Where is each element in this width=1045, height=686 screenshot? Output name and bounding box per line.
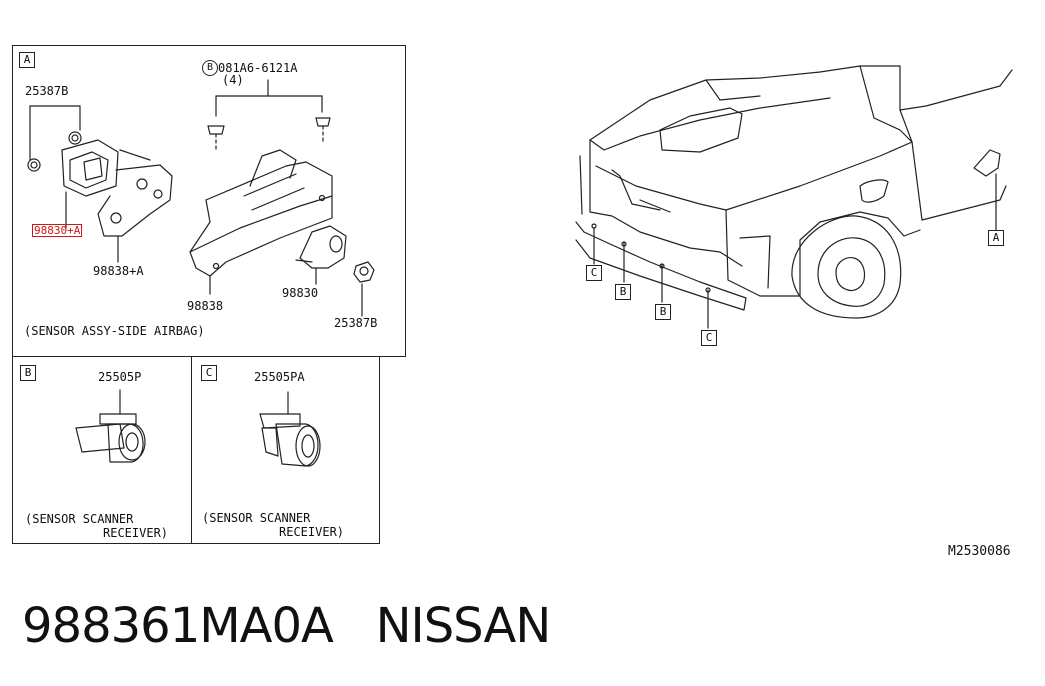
panel-b-caption-line2: RECEIVER) (103, 526, 169, 540)
panel-a-tag: A (19, 52, 35, 68)
sensor-part-label: 98830 (282, 286, 319, 300)
brand-name: NISSAN (375, 598, 552, 654)
highlighted-part-label: 98830+A (32, 224, 83, 237)
panel-c-caption-line2: RECEIVER) (279, 525, 345, 539)
bolt-spec-label: 081A6-6121A (218, 61, 298, 75)
panel-c-caption-line1: (SENSOR SCANNER (202, 511, 311, 525)
nut-top-part-label: 25387B (25, 84, 69, 98)
part-number: 988361MA0A (22, 598, 334, 654)
scanner-receiver-c-drawing (259, 391, 321, 467)
bracket-drawing (189, 149, 333, 295)
sensor-assy-left-drawing (27, 105, 173, 263)
part-title: 988361MA0A NISSAN (22, 596, 552, 656)
panel-a-caption: (SENSOR ASSY-SIDE AIRBAG) (24, 324, 205, 338)
diagram-code: M2530086 (948, 544, 1011, 559)
vehicle-callout-c-left: C (586, 265, 602, 281)
nut-bottom-part-label: 25387B (334, 316, 378, 330)
vehicle-callout-a: A (988, 230, 1004, 246)
panel-c-tag: C (201, 365, 217, 381)
panel-b-part-label: 25505P (98, 370, 142, 384)
panel-c-part-label: 25505PA (254, 370, 305, 384)
bracket-part-label: 98838 (187, 299, 224, 313)
bolt-qty-label: (4) (222, 73, 244, 87)
highlighted-part-text: 98830+A (34, 224, 81, 237)
bolt-prefix-label: B (206, 62, 214, 73)
pickup-truck-rear-drawing (575, 65, 1013, 329)
scanner-receiver-b-drawing (75, 389, 146, 463)
vehicle-callout-b-right: B (655, 304, 671, 320)
panel-b-caption-line1: (SENSOR SCANNER (25, 512, 134, 526)
panel-b-tag: B (20, 365, 36, 381)
vehicle-callout-b-left: B (615, 284, 631, 300)
bolt-prefix-circle: B (202, 60, 218, 76)
bolts-drawing (207, 79, 331, 151)
bracket-side-part-label: 98838+A (93, 264, 144, 278)
vehicle-callout-c-right: C (701, 330, 717, 346)
panel-c-frame (191, 356, 380, 544)
sensor-right-drawing (295, 225, 375, 317)
